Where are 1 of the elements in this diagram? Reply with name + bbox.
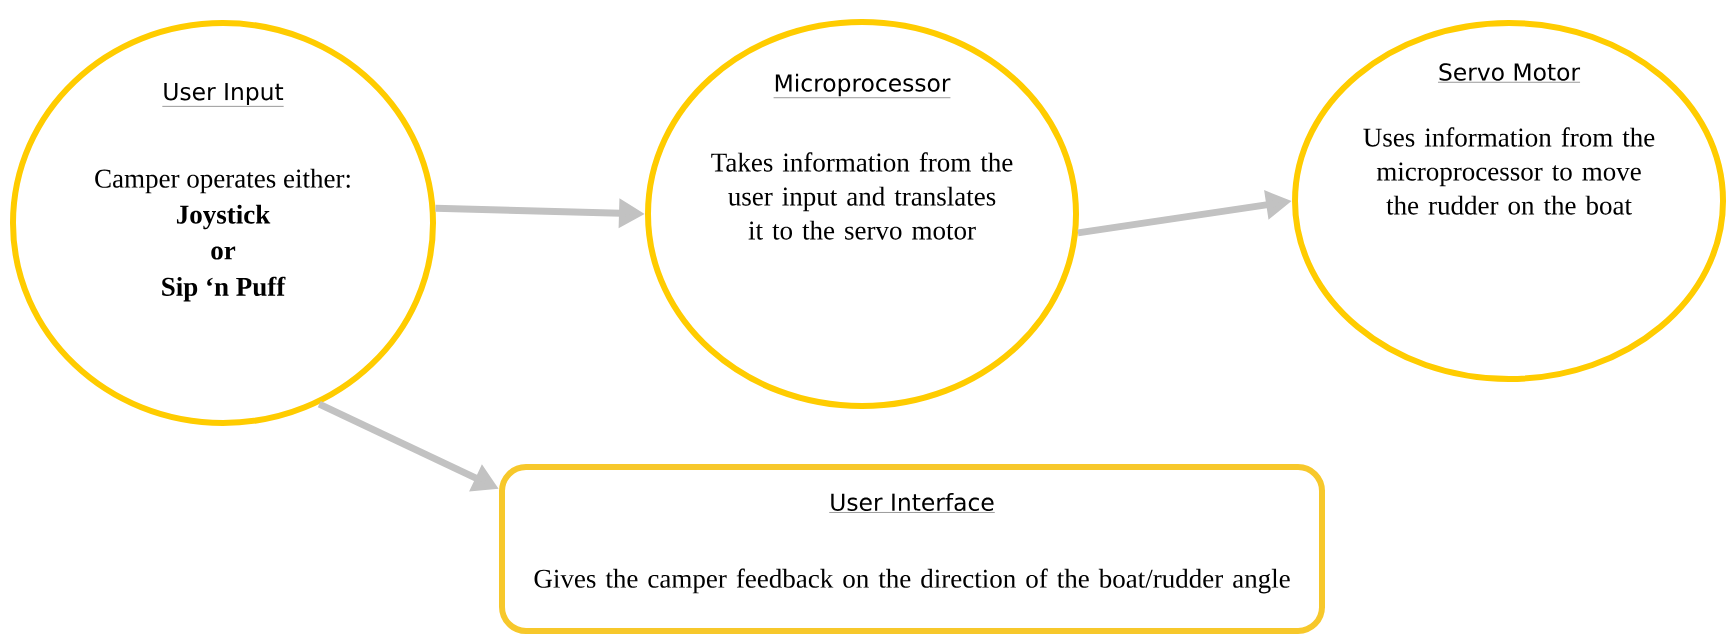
rounded-box: User Interface Gives the camper feedback on the direction of the boat/rudder angle (499, 464, 1325, 634)
